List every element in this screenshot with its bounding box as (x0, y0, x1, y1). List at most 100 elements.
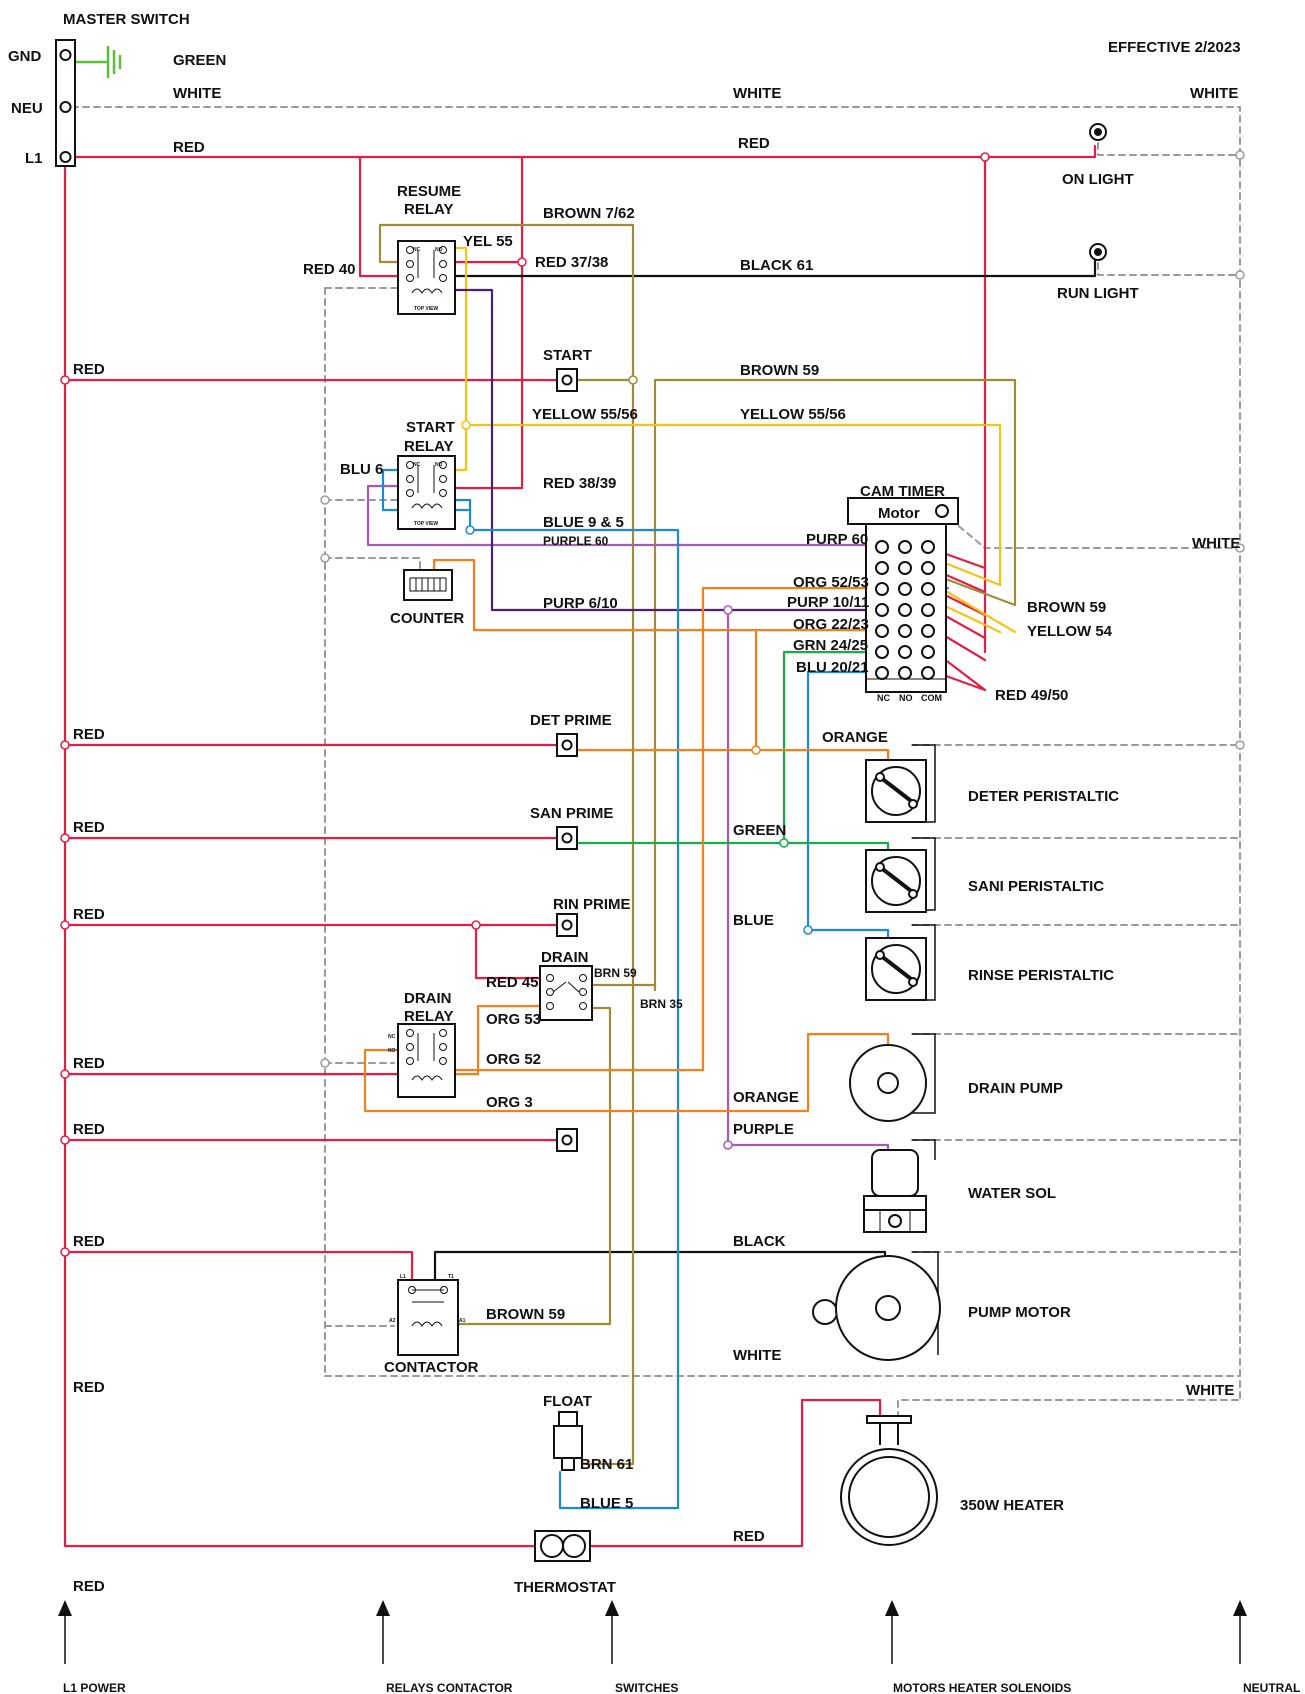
run-light (1089, 243, 1107, 261)
brown-wire-59-contactor (456, 1006, 612, 1326)
grn-24-25-label: GRN 24/25 (793, 637, 868, 654)
cam-col-com: COM (921, 693, 942, 703)
drain-relay-title-2: RELAY (404, 1008, 453, 1025)
orange-wire-53 (453, 1004, 550, 1076)
cam-timer-label: CAM TIMER (860, 483, 945, 500)
purp-60-label: PURP 60 (806, 531, 868, 548)
start-relay-no-label: NO (435, 462, 443, 468)
det-prime-switch[interactable] (556, 733, 578, 757)
org-52-53-label: ORG 52/53 (793, 574, 869, 591)
footer-motors: MOTORS HEATER SOLENOIDS (893, 1681, 1071, 1694)
start-relay-title-1: START (406, 419, 455, 436)
red-label-water: RED (73, 1121, 105, 1138)
white-wire-top (71, 106, 1241, 1401)
footer-neutral: NEUTRAL (1243, 1681, 1300, 1694)
counter (403, 569, 453, 601)
cam-col-no: NO (899, 693, 913, 703)
blue-9-5-label: BLUE 9 & 5 (543, 514, 624, 531)
white-label-2: WHITE (733, 85, 781, 102)
red-wire-top (70, 144, 1097, 159)
san-prime-switch[interactable] (556, 826, 578, 850)
on-light (1089, 123, 1107, 141)
l1-label: L1 (25, 150, 43, 167)
gnd-terminal (59, 49, 72, 61)
float-switch[interactable] (553, 1411, 583, 1471)
drain-pump (849, 1033, 936, 1122)
brown-wires (378, 223, 1017, 1466)
l1-wires (63, 144, 1097, 1548)
white-label-3: WHITE (1190, 85, 1238, 102)
cam-terminal-nc-2 (875, 561, 889, 575)
purple-wire-valve (726, 608, 890, 1154)
cam-terminal-nc-6 (875, 645, 889, 659)
heater-label: 350W HEATER (960, 1497, 1064, 1514)
start-relay-nc-label: NC (413, 462, 421, 468)
red-45-label: RED 45 (486, 974, 539, 991)
red-label-bottom: RED (73, 1578, 105, 1595)
red-label-san: RED (73, 819, 105, 836)
brown-wire-59-cam (653, 378, 1017, 992)
orange-label-det: ORANGE (822, 729, 888, 746)
brown-59-label-top: BROWN 59 (740, 362, 819, 379)
white-label-bottom: WHITE (733, 1347, 781, 1364)
purple-label: PURPLE (733, 1121, 794, 1138)
master-switch[interactable] (55, 39, 76, 167)
drain-switch[interactable] (539, 965, 593, 1021)
contactor: L1 T1 A2 A1 (389, 1274, 466, 1356)
red-label-contactor: RED (73, 1233, 105, 1250)
cam-col-nc: NC (877, 693, 890, 703)
orange-wires (363, 558, 890, 1113)
water-sol-switch[interactable] (556, 1128, 578, 1152)
master-switch-label: MASTER SWITCH (63, 11, 190, 28)
footer-switches: SWITCHES (615, 1681, 678, 1694)
cam-terminal-no-1 (898, 540, 912, 554)
red-wire-l1-trunk (63, 158, 537, 1548)
drain-label: DRAIN (541, 949, 589, 966)
yel-55-label: YEL 55 (463, 233, 513, 250)
drain-pump-label: DRAIN PUMP (968, 1080, 1063, 1097)
red-label-float: RED (73, 1379, 105, 1396)
on-light-label: ON LIGHT (1062, 171, 1134, 188)
det-prime-label: DET PRIME (530, 712, 612, 729)
start-relay-title-2: RELAY (404, 438, 453, 455)
rinse-peristaltic-label: RINSE PERISTALTIC (968, 967, 1114, 984)
green-label-san: GREEN (733, 822, 786, 839)
black-wire-61 (453, 258, 1097, 278)
neutral-wires (71, 106, 1241, 1419)
motor-label: Motor (878, 505, 920, 522)
deter-peristaltic-pump (865, 744, 936, 823)
green-label: GREEN (173, 52, 226, 69)
cam-terminal-com-6 (921, 645, 935, 659)
heater (840, 1415, 938, 1546)
rin-prime-switch[interactable] (556, 913, 578, 937)
start-relay-top-view-label: TOP VIEW (414, 521, 439, 527)
red-wire-40 (358, 155, 402, 278)
cam-terminal-com-5 (921, 624, 935, 638)
red-wire-contactor (63, 1250, 414, 1282)
thermostat[interactable] (534, 1530, 591, 1562)
red-label-heater: RED (733, 1528, 765, 1545)
yellow-55-56-label-1: YELLOW 55/56 (532, 406, 638, 423)
start-switch[interactable] (556, 368, 578, 392)
pump-motor-label: PUMP MOTOR (968, 1304, 1071, 1321)
neu-terminal (59, 101, 72, 113)
drain-relay: NC NO (388, 1023, 456, 1098)
white-label-cam: WHITE (1192, 535, 1240, 552)
brown-wire-7-62 (378, 223, 635, 1466)
deter-peristaltic-label: DETER PERISTALTIC (968, 788, 1119, 805)
cam-terminal-nc-7 (875, 666, 889, 680)
purple-60-label: PURPLE 60 (543, 534, 609, 548)
purple-wire-6-10 (453, 288, 876, 612)
contactor-label: CONTACTOR (384, 1359, 479, 1376)
cam-terminal-nc-4 (875, 603, 889, 617)
contactor-a2-label: A2 (389, 1318, 396, 1324)
orange-wire-det (573, 748, 890, 762)
motor-terminal (935, 504, 949, 518)
cam-terminal-no-5 (898, 624, 912, 638)
brown-59-label-contactor: BROWN 59 (486, 1306, 565, 1323)
cam-terminal-nc-5 (875, 624, 889, 638)
gnd-label: GND (8, 48, 42, 65)
resume-relay-top-view-label: TOP VIEW (414, 306, 439, 312)
cam-terminal-com-1 (921, 540, 935, 554)
